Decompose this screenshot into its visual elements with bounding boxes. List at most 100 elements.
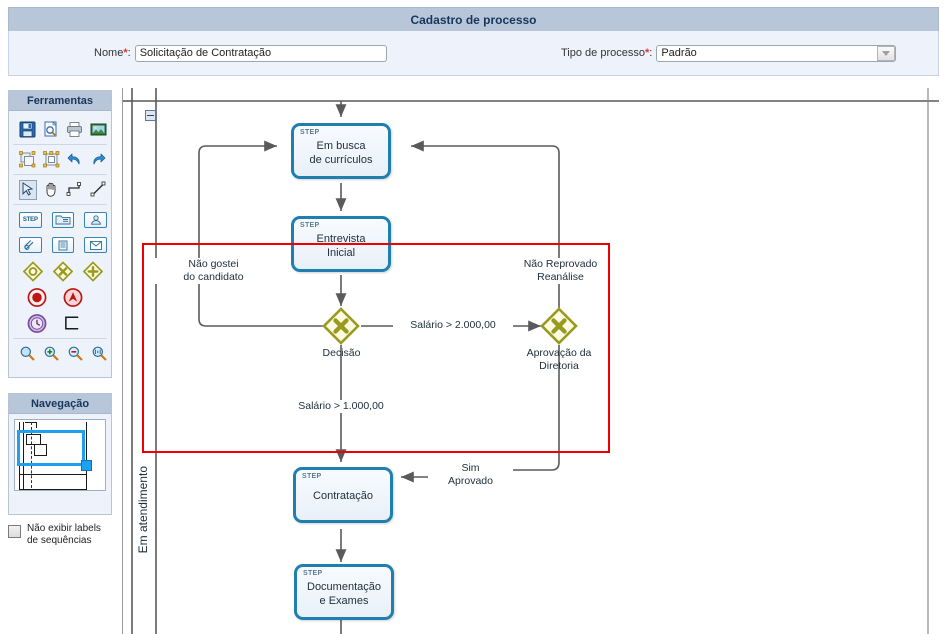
export-image-icon[interactable] — [90, 119, 108, 139]
tipo-select-wrap[interactable]: Padrão — [656, 44, 897, 62]
tools-panel-title: Ferramentas — [26, 94, 94, 107]
node-documentacao-e-exames[interactable]: STEP Documentação e Exames — [294, 564, 394, 620]
collapse-lane-icon[interactable] — [145, 110, 156, 121]
node-label-line1: Contratação — [313, 490, 373, 502]
step-tag: STEP — [302, 473, 322, 480]
print-icon[interactable] — [66, 119, 84, 139]
node-entrevista-inicial[interactable]: STEP Entrevista Inicial — [291, 216, 391, 272]
hide-sequence-labels-checkbox[interactable] — [8, 525, 21, 538]
zoom-in-icon[interactable] — [43, 344, 60, 364]
tipo-de-processo-field-group: Tipo de processo*: Padrão — [561, 44, 897, 62]
node-label-line2: e Exames — [319, 595, 369, 607]
tool-group-zoom — [13, 338, 107, 365]
navigation-viewport[interactable] — [17, 430, 85, 466]
user-task-node-icon[interactable] — [84, 211, 108, 228]
select-all-icon[interactable] — [19, 150, 37, 170]
gateway-parallel-icon[interactable] — [83, 260, 103, 282]
gateway-decisao-label: Decisão — [294, 347, 389, 360]
navigation-panel: Navegação — [8, 393, 112, 515]
edge-label-line1: Não gostei — [188, 258, 239, 270]
redo-icon[interactable] — [90, 150, 108, 170]
step-node-icon[interactable]: STEP — [19, 211, 42, 228]
node-label: Entrevista Inicial — [294, 232, 388, 260]
document-node-icon[interactable] — [51, 237, 75, 253]
nome-required-mark: * — [123, 47, 128, 59]
nome-input[interactable]: Solicitação de Contratação — [134, 44, 387, 62]
nome-field-group: Nome*: Solicitação de Contratação — [94, 44, 387, 62]
tipo-label-colon: : — [649, 47, 653, 59]
lane-icon[interactable] — [63, 313, 83, 333]
nome-label: Nome*: — [94, 47, 131, 59]
edge-label-sim-aprovado: Sim Aprovado — [428, 462, 513, 488]
tipo-de-processo-select[interactable]: Padrão — [656, 44, 897, 62]
attachment-node-icon[interactable] — [19, 237, 42, 253]
node-em-busca-de-curriculos[interactable]: STEP Em busca de currículos — [291, 123, 391, 179]
gateway-exclusive-icon[interactable] — [53, 260, 73, 282]
nome-label-text: Nome — [94, 47, 124, 59]
step-tag: STEP — [303, 570, 323, 577]
edge-label-line1: Salário > 1.000,00 — [298, 400, 384, 412]
window-title-bar: Cadastro de processo — [8, 7, 939, 31]
node-label-line2: de currículos — [309, 154, 373, 166]
node-label: Em busca de currículos — [294, 139, 388, 167]
tool-group-misc — [13, 311, 107, 335]
message-node-icon[interactable] — [84, 237, 108, 253]
orthogonal-connector-icon[interactable] — [66, 180, 83, 200]
gateway-inclusive-icon[interactable] — [23, 260, 43, 282]
edge-label-line2: Reanálise — [537, 271, 584, 283]
diagram-canvas[interactable]: Em atendimento STEP Em busca de currícul… — [122, 88, 939, 634]
end-event-icon[interactable] — [27, 287, 47, 307]
timer-event-icon[interactable] — [27, 313, 47, 333]
tools-panel-header: Ferramentas — [9, 91, 111, 111]
node-contratacao[interactable]: STEP Contratação — [293, 467, 393, 523]
tool-group-nodes-2 — [13, 233, 108, 257]
edge-label-line1: Sim — [461, 462, 480, 474]
escalation-event-icon[interactable] — [63, 287, 83, 307]
gateway-decisao[interactable] — [322, 307, 360, 345]
node-label: Documentação e Exames — [297, 580, 391, 608]
preview-icon[interactable] — [43, 119, 61, 139]
lane-title: Em atendimento — [136, 466, 150, 554]
group-icon[interactable] — [42, 150, 61, 170]
gateway-aprovacao-diretoria[interactable] — [540, 307, 578, 345]
navigation-panel-title: Navegação — [30, 397, 90, 410]
edge-label-salario-2000: Salário > 2.000,00 — [393, 319, 513, 332]
tools-panel: Ferramentas — [8, 90, 112, 378]
gateway-aprovacao-label-line2: Diretoria — [539, 360, 579, 372]
tool-group-events — [13, 285, 107, 309]
process-form-bar: Nome*: Solicitação de Contratação Tipo d… — [8, 31, 939, 76]
undo-icon[interactable] — [66, 150, 84, 170]
tipo-label: Tipo de processo*: — [561, 47, 652, 59]
gateway-aprovacao-label-line1: Aprovação da — [526, 347, 592, 359]
edge-label-salario-1000: Salário > 1.000,00 — [281, 400, 401, 413]
subprocess-node-icon[interactable] — [51, 211, 75, 228]
save-icon[interactable] — [19, 119, 37, 139]
tool-group-file — [13, 117, 107, 141]
node-label-line1: Em busca — [316, 140, 366, 152]
gateway-decisao-label-text: Decisão — [322, 347, 361, 359]
edge-label-nao-reprovado: Não Reprovado Reanálise — [493, 258, 628, 284]
node-label-line2: Inicial — [326, 247, 356, 259]
hand-pan-icon[interactable] — [43, 180, 60, 200]
zoom-out-icon[interactable] — [67, 344, 84, 364]
node-label: Contratação — [296, 489, 390, 503]
straight-connector-icon[interactable] — [90, 180, 107, 200]
zoom-fit-icon[interactable] — [91, 344, 108, 364]
hide-sequence-labels-label: Não exibir labels de sequências — [27, 523, 101, 547]
navigation-resize-handle[interactable] — [81, 460, 92, 471]
tipo-required-mark: * — [644, 47, 650, 59]
edge-label-nao-gostei: Não gostei do candidato — [151, 258, 276, 284]
pointer-icon[interactable] — [19, 179, 37, 200]
tool-group-edit — [13, 144, 107, 171]
zoom-icon[interactable] — [19, 344, 36, 364]
hide-sequence-labels-option[interactable]: Não exibir labels de sequências — [8, 523, 118, 547]
edge-label-line2: do candidato — [183, 271, 244, 283]
step-tag: STEP — [300, 129, 320, 136]
node-label-line1: Documentação — [307, 581, 381, 593]
node-label-line1: Entrevista — [316, 233, 366, 245]
chevron-down-icon[interactable] — [877, 45, 896, 61]
navigation-thumbnail[interactable] — [14, 419, 106, 491]
hide-labels-line2: de sequências — [27, 535, 92, 546]
tool-group-modes — [13, 174, 107, 201]
